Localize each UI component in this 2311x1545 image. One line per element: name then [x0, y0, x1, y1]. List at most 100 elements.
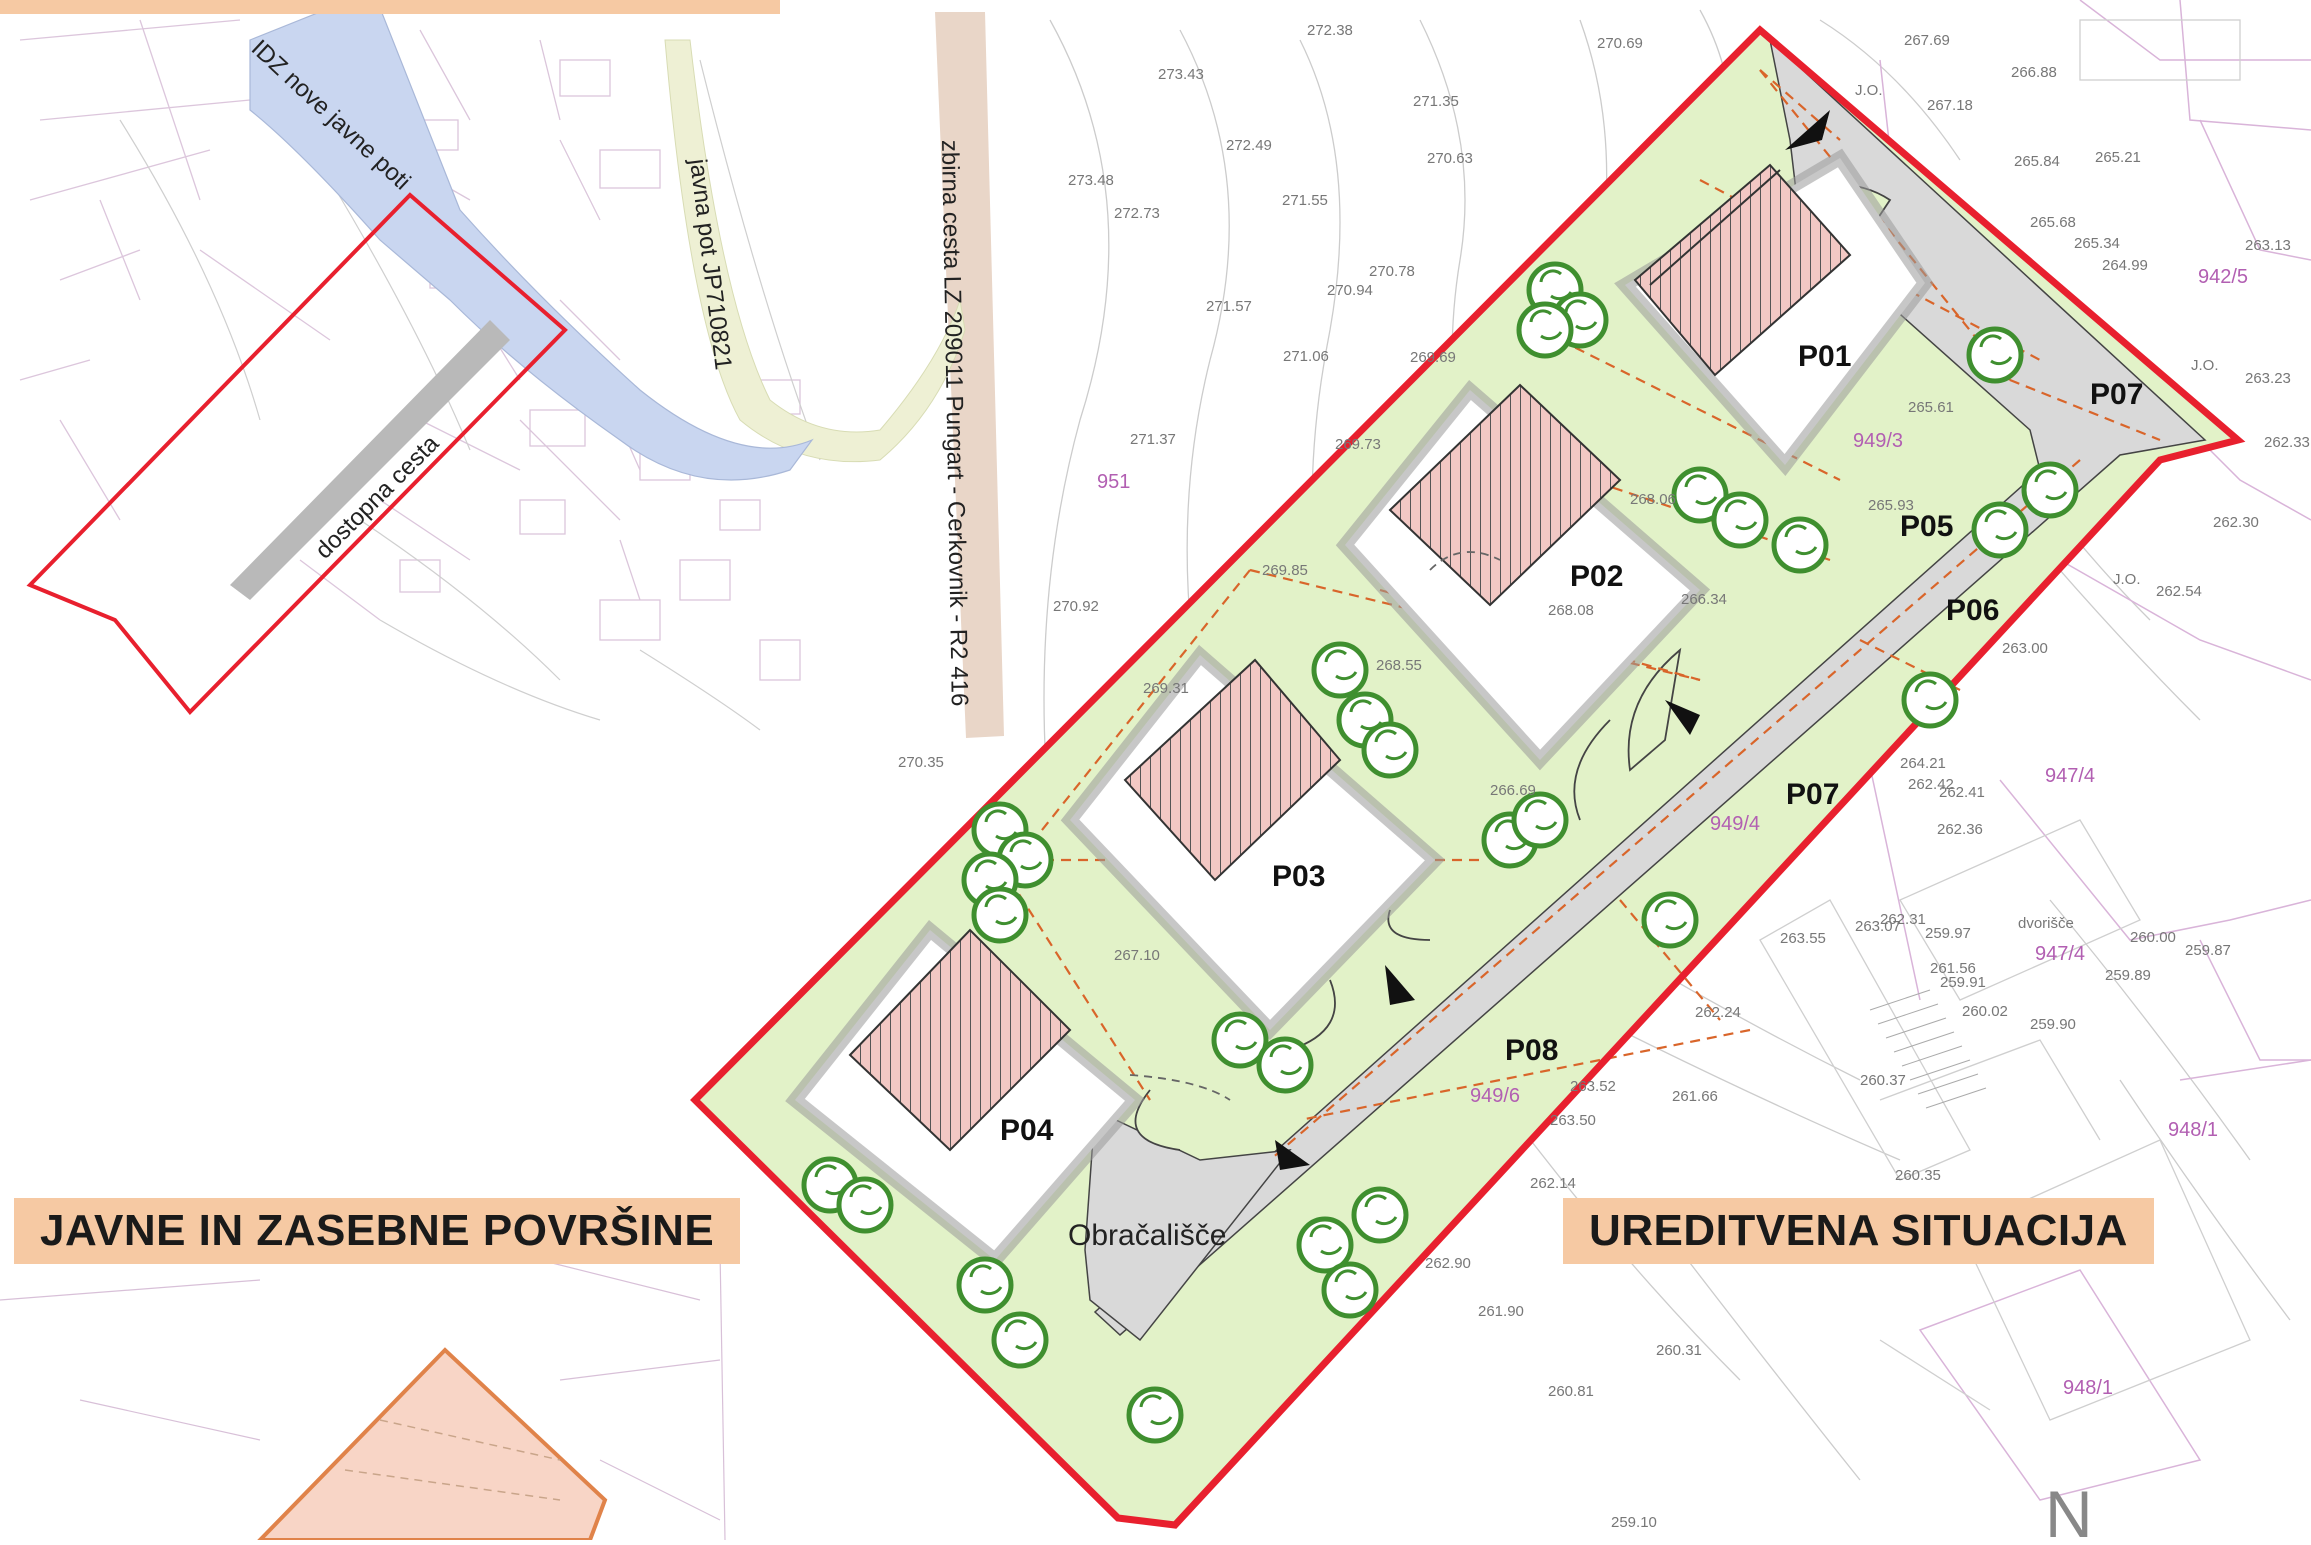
parcel-number: 948/1 — [2063, 1377, 2113, 1399]
elevation: 262.30 — [2213, 514, 2259, 531]
parcel-number: 949/3 — [1853, 430, 1903, 452]
tree-icon — [959, 1259, 1011, 1311]
site-green-area — [695, 30, 2238, 1525]
elevation: 265.21 — [2095, 149, 2141, 166]
elevation: 259.90 — [2030, 1016, 2076, 1033]
elevation: 273.43 — [1158, 66, 1204, 83]
elevation: 259.10 — [1611, 1514, 1657, 1531]
elevation: 270.69 — [1597, 35, 1643, 52]
elevation: 262.54 — [2156, 583, 2202, 600]
elevation: 266.69 — [1490, 782, 1536, 799]
elevation: 261.90 — [1478, 1303, 1524, 1320]
elevation: 263.07 — [1855, 918, 1901, 935]
elevation: 265.34 — [2074, 235, 2120, 252]
parcel-number: 949/6 — [1470, 1085, 1520, 1107]
elevation: 273.48 — [1068, 172, 1114, 189]
elevation: 262.24 — [1695, 1004, 1741, 1021]
elevation: 266.34 — [1681, 591, 1727, 608]
tree-icon — [2024, 464, 2076, 516]
house-p04 — [785, 920, 1146, 1270]
elevation: 259.97 — [1925, 925, 1971, 942]
elevation: 263.13 — [2245, 237, 2291, 254]
elevation: 259.89 — [2105, 967, 2151, 984]
inset-map — [19, 7, 1004, 738]
elevation: 266.88 — [2011, 64, 2057, 81]
house-p01 — [1614, 148, 1934, 476]
plot-label-p04: P04 — [1000, 1114, 1054, 1147]
elevation: 270.78 — [1369, 263, 1415, 280]
arrow-icon — [1275, 1140, 1310, 1170]
jo-label: J.O. — [1855, 82, 1883, 99]
elevation: 269.69 — [1410, 349, 1456, 366]
elevation: 259.91 — [1940, 974, 1986, 991]
lower-left-parcel — [255, 1347, 608, 1542]
elevation: 261.66 — [1672, 1088, 1718, 1105]
elevation: 260.81 — [1548, 1383, 1594, 1400]
elevation: 264.99 — [2102, 257, 2148, 274]
plot-label-p02: P02 — [1570, 560, 1623, 593]
inset-boundary — [26, 192, 568, 715]
tree-icon — [1259, 1039, 1311, 1091]
plot-label-p03: P03 — [1272, 860, 1325, 893]
elevation: 263.50 — [1550, 1112, 1596, 1129]
plot-label-p06: P06 — [1946, 594, 1999, 627]
elevation: 269.31 — [1143, 680, 1189, 697]
top-banner — [0, 0, 780, 14]
elevation: 272.73 — [1114, 205, 1160, 222]
arrow-icon — [1785, 110, 1830, 150]
elevation: 263.52 — [1570, 1078, 1616, 1095]
parcel-number: 949/4 — [1710, 813, 1760, 835]
elevation: 270.94 — [1327, 282, 1373, 299]
elevation: 267.69 — [1904, 32, 1950, 49]
jo-label: J.O. — [2191, 357, 2219, 374]
elevation: 260.02 — [1962, 1003, 2008, 1020]
elevation: 267.18 — [1927, 97, 1973, 114]
tree-icon — [1969, 329, 2021, 381]
elevation: 270.63 — [1427, 150, 1473, 167]
elevation: 272.49 — [1226, 137, 1272, 154]
parcel-number: 951 — [1097, 471, 1130, 493]
public-road-strip — [664, 39, 966, 463]
site-plan — [690, 25, 2246, 1529]
elevation: 262.14 — [1530, 1175, 1576, 1192]
turnaround-area — [1084, 1108, 1292, 1342]
elevation: 262.33 — [2264, 434, 2310, 451]
parcel-number: 948/1 — [2168, 1119, 2218, 1141]
elevation: 265.68 — [2030, 214, 2076, 231]
elevation: 268.06 — [1630, 491, 1676, 508]
elevation: 269.73 — [1335, 436, 1381, 453]
elevation: 262.36 — [1937, 821, 1983, 838]
elevation: 262.31 — [1880, 911, 1926, 928]
plot-label-p07-top: P07 — [2090, 378, 2143, 411]
turnaround-label: Obračališče — [1068, 1219, 1226, 1252]
site-boundary — [690, 25, 2246, 1529]
elevation: 262.41 — [1939, 784, 1985, 801]
inset-mask — [0, 742, 740, 1162]
tree-icon — [1314, 644, 1366, 696]
elevation: 271.55 — [1282, 192, 1328, 209]
tree-icon — [1644, 894, 1696, 946]
access-road-strip — [230, 320, 510, 600]
tree-icon — [1974, 504, 2026, 556]
tree-icon — [1774, 519, 1826, 571]
elevation: 265.93 — [1868, 497, 1914, 514]
public-private-title: JAVNE IN ZASEBNE POVRŠINE — [14, 1198, 741, 1264]
elevation: 262.42 — [1908, 776, 1954, 793]
parcel-number: 942/5 — [2198, 266, 2248, 288]
elevation: 272.38 — [1307, 22, 1353, 39]
elevation: 269.85 — [1262, 562, 1308, 579]
tree-icon — [1714, 494, 1766, 546]
elevation: 270.92 — [1053, 598, 1099, 615]
elevation: 271.37 — [1130, 431, 1176, 448]
elevation: 263.00 — [2002, 640, 2048, 657]
tree-icon — [1129, 1389, 1181, 1441]
tree-icon — [1324, 1264, 1376, 1316]
building-outlines — [1759, 19, 2251, 1421]
tree-icon — [839, 1179, 891, 1231]
elevation: 268.55 — [1376, 657, 1422, 674]
north-arrow-label: N — [2045, 1477, 2093, 1540]
elevation: 259.87 — [2185, 942, 2231, 959]
elevation: 267.10 — [1114, 947, 1160, 964]
house-p02 — [1335, 379, 1711, 771]
